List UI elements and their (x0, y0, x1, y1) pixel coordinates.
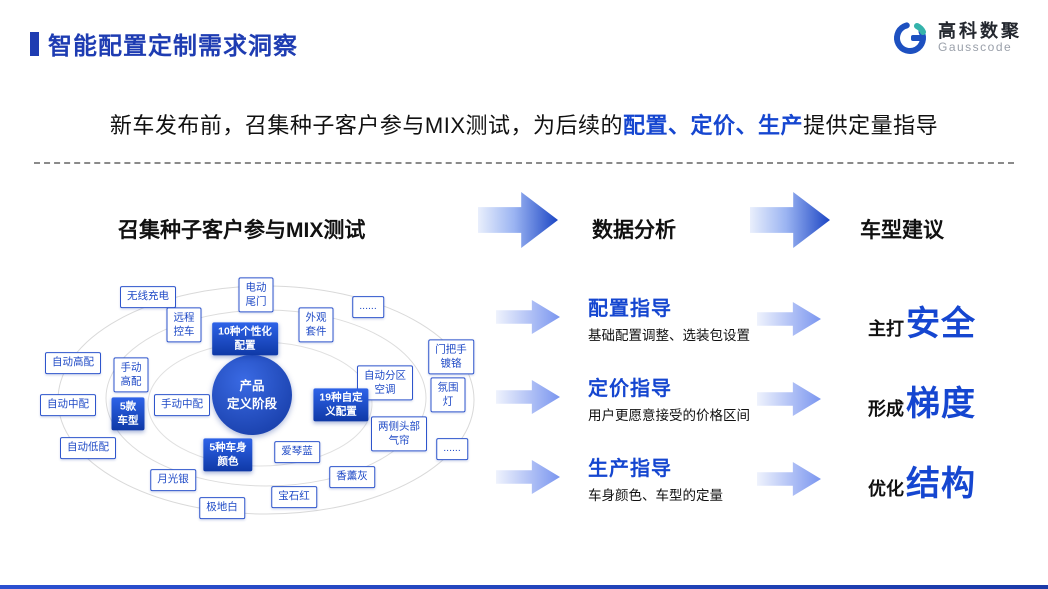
suggestion-keyword: 结构 (906, 465, 976, 503)
analysis-title: 生产指导 (588, 458, 672, 480)
diagram-node: 远程 控车 (166, 307, 202, 343)
page-title: 智能配置定制需求洞察 (48, 33, 298, 60)
diagram-node: 手动中配 (154, 394, 210, 416)
diagram-node: 自动中配 (40, 394, 96, 416)
suggestion-keyword: 梯度 (906, 385, 976, 423)
diagram-node: ...... (352, 296, 384, 318)
suggestion-arrow (757, 302, 821, 336)
analysis-desc: 用户更愿意接受的价格区间 (588, 408, 750, 423)
suggestion-arrow (757, 382, 821, 416)
logo-icon (894, 22, 926, 54)
diagram-node-primary: 5款 车型 (111, 397, 145, 431)
subtitle-highlight: 配置、定价、生产 (623, 113, 804, 138)
suggestion-prefix: 优化 (868, 479, 904, 499)
diagram-node: 宝石红 (271, 486, 317, 508)
diagram-node: 极地白 (199, 497, 245, 519)
logo-text: 高科数聚 Gausscode (938, 21, 1022, 55)
flow-arrow-1 (478, 192, 558, 248)
flow-arrow-2 (750, 192, 830, 248)
analysis-arrow (496, 460, 560, 494)
suggestion: 优化 结构 (868, 456, 976, 505)
bottom-accent-bar (0, 585, 1048, 589)
diagram-node: 外观 套件 (298, 307, 334, 343)
logo-name: 高科数聚 (938, 20, 1022, 41)
diagram-node: 月光银 (150, 469, 196, 491)
analysis-title: 定价指导 (588, 378, 672, 400)
left-column-heading: 召集种子客户参与MIX测试 (118, 219, 366, 242)
analysis-desc: 基础配置调整、选装包设置 (588, 328, 750, 343)
diagram-node: 自动高配 (45, 352, 101, 374)
diagram-node: 爱琴蓝 (274, 441, 320, 463)
suggestion: 主打 安全 (868, 296, 976, 345)
mid-column-heading: 数据分析 (592, 219, 676, 242)
header: 智能配置定制需求洞察 (30, 26, 298, 61)
diagram-center: 产品 定义阶段 (212, 355, 292, 435)
subtitle-pre: 新车发布前，召集种子客户参与MIX测试，为后续的 (109, 113, 624, 138)
subtitle-post: 提供定量指导 (803, 113, 939, 138)
diagram-node-primary: 19种自定 义配置 (313, 388, 369, 422)
analysis-arrow (496, 300, 560, 334)
mix-test-diagram: 产品 定义阶段 无线充电 电动 尾门远程 控车 10种个性化 配置外观 套件....… (28, 262, 498, 562)
suggestion-keyword: 安全 (906, 305, 976, 343)
diagram-node: 两侧头部 气帘 (371, 416, 427, 452)
dashed-divider (34, 162, 1014, 164)
suggestion: 形成 梯度 (868, 376, 976, 425)
diagram-node-primary: 5种车身 颜色 (203, 438, 253, 472)
suggestion-prefix: 主打 (868, 319, 904, 339)
diagram-node: 无线充电 (120, 286, 176, 308)
diagram-node: ...... (436, 438, 468, 460)
analysis-desc: 车身颜色、车型的定量 (588, 488, 723, 503)
slide-subtitle: 新车发布前，召集种子客户参与MIX测试，为后续的配置、定价、生产提供定量指导 (0, 108, 1048, 140)
analysis-arrow (496, 380, 560, 414)
title-accent-bar (30, 31, 39, 56)
diagram-node: 香薰灰 (329, 466, 375, 488)
diagram-node-primary: 10种个性化 配置 (212, 322, 278, 356)
diagram-node: 电动 尾门 (238, 277, 274, 313)
analysis-title: 配置指导 (588, 298, 672, 320)
diagram-node: 手动 高配 (113, 357, 149, 393)
diagram-node: 门把手 镀铬 (428, 339, 474, 375)
suggestion-arrow (757, 462, 821, 496)
logo: 高科数聚 Gausscode (890, 18, 1022, 58)
suggestion-prefix: 形成 (868, 399, 904, 419)
diagram-node: 自动低配 (60, 437, 116, 459)
logo-subtitle: Gausscode (938, 40, 1013, 55)
diagram-node: 氛围 灯 (430, 377, 466, 413)
right-column-heading: 车型建议 (860, 219, 944, 242)
